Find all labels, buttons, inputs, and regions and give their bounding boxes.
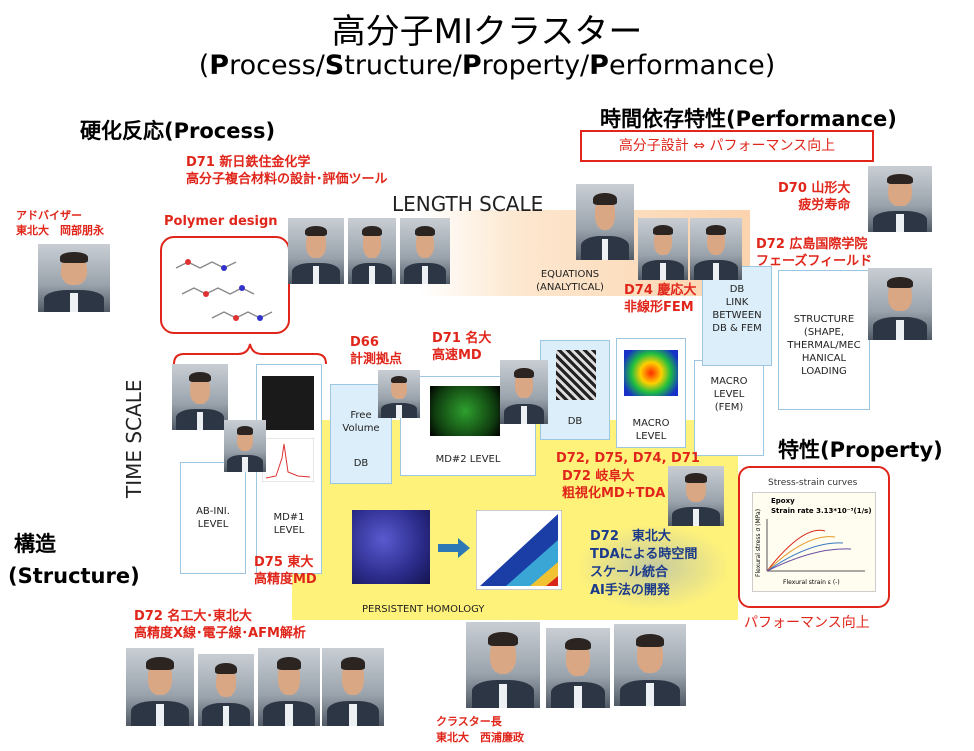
polymer-design-box: [160, 236, 290, 334]
persistence-diagram: [476, 510, 562, 590]
section-property: 特性(Property): [778, 438, 943, 462]
length-scale-label: LENGTH SCALE: [392, 192, 544, 216]
photo-d72-gifu: [668, 466, 724, 526]
d72-tohoku-glow: [580, 526, 726, 608]
property-caption: パフォーマンス向上: [744, 615, 870, 631]
subtitle-s: S: [324, 50, 345, 81]
stress-chart-legend-2: Strain rate 3.13*10⁻³(1/s): [771, 507, 872, 515]
stress-chart-legend-1: Epoxy: [771, 497, 795, 505]
label-d-multi: D72, D75, D74, D71: [556, 451, 700, 466]
photo-d74-c: [690, 218, 742, 280]
persistent-homology-label: PERSISTENT HOMOLOGY: [362, 604, 485, 615]
stress-chart-xlabel: Flexural strain ε (-): [783, 579, 840, 586]
time-scale-label: TIME SCALE: [122, 379, 146, 499]
md1-simulation-image: [262, 376, 314, 430]
photo-xray-d: [322, 648, 384, 726]
photo-d71-a: [288, 218, 344, 284]
photo-d66: [378, 370, 420, 418]
performance-box: 高分子設計 ⇔ パフォーマンス向上: [580, 130, 874, 162]
photo-d74-b: [638, 218, 688, 280]
equations-label: EQUATIONS (ANALYTICAL): [536, 269, 604, 293]
photo-d74-a: [576, 184, 634, 260]
label-d72-gifu: D72 岐阜大 粗視化MD+TDA: [562, 469, 666, 501]
subtitle-r1: rocess/: [229, 50, 325, 81]
label-d75: D75 東大 高精度MD: [254, 555, 317, 587]
section-structure: 構造: [14, 532, 56, 556]
persistent-homology-cube: [352, 510, 430, 584]
photo-xray-a: [126, 648, 194, 726]
page-title: 高分子MIクラスター: [331, 12, 643, 52]
arrow-right-icon: [438, 538, 470, 558]
subtitle-r2: tructure/: [344, 50, 462, 81]
photo-xray-b: [198, 654, 254, 726]
label-d70: D70 山形大 疲労寿命: [778, 181, 851, 213]
photo-d72-hiroshima: [868, 268, 932, 340]
photo-d71-c: [400, 218, 450, 284]
photo-member-c: [614, 624, 686, 706]
subtitle-p1: P: [209, 50, 230, 81]
polymer-design-label: Polymer design: [164, 214, 278, 229]
section-process: 硬化反応(Process): [80, 119, 276, 143]
subtitle-p2: P: [461, 50, 482, 81]
db2-texture-image: [556, 350, 596, 400]
db-link-box: DB LINK BETWEEN DB & FEM: [702, 266, 772, 366]
photo-xray-c: [258, 648, 320, 726]
photo-d70: [868, 166, 932, 232]
label-leader: クラスター長 東北大 西浦廉政: [436, 715, 524, 744]
photo-md1: [224, 420, 266, 472]
md2-simulation-image: [430, 386, 500, 436]
curly-brace: [173, 343, 327, 365]
stress-chart-title: Stress-strain curves: [768, 478, 858, 488]
section-performance: 時間依存特性(Performance): [600, 107, 897, 131]
photo-advisor: [38, 244, 110, 312]
label-d74: D74 慶応大 非線形FEM: [624, 283, 697, 315]
structure-box: STRUCTURE (SHAPE, THERMAL/MEC HANICAL LO…: [778, 270, 870, 410]
subtitle-r3: roperty/: [481, 50, 590, 81]
subtitle-open: (: [198, 50, 210, 81]
md1-spectrum-plot: [262, 438, 314, 482]
stress-chart-panel: Epoxy Strain rate 3.13*10⁻³(1/s) Flexura…: [752, 492, 876, 592]
page-subtitle: (Process/Structure/Property/Performance): [0, 50, 974, 81]
photo-leader: [466, 622, 540, 708]
label-advisor: アドバイザー 東北大 岡部朋永: [16, 209, 104, 237]
label-d71-nagoya: D71 名大 高速MD: [432, 331, 492, 363]
db1-label: DB: [353, 458, 369, 469]
subtitle-r4: erformance): [608, 50, 776, 81]
photo-d71-b: [348, 218, 396, 284]
free-volume-box: Free Volume: [330, 384, 392, 484]
macro-fem-box: MACRO LEVEL (FEM): [694, 360, 764, 456]
label-d71-nippon: D71 新日鉄住金化学 高分子複合材料の設計･評価ツール: [186, 155, 388, 187]
molecule-graphic: [175, 259, 273, 321]
stress-curves: [766, 519, 865, 572]
label-d72-hiroshima: D72 広島国際学院 フェーズフィールド: [756, 237, 873, 269]
photo-ab-ini: [172, 364, 228, 430]
label-d66: D66 計測拠点: [350, 335, 403, 367]
photo-member-b: [546, 628, 610, 708]
label-d72-nagoya-tohoku: D72 名工大･東北大 高精度X線･電子線･AFM解析: [134, 609, 306, 641]
stress-chart-ylabel: Flexural stress σ (MPa): [755, 508, 762, 577]
macro-level-heatmap: [624, 350, 678, 396]
label-d72-tohoku: D72 東北大 TDAによる時空間 スケール統合 AI手法の開発: [590, 529, 698, 598]
property-chart-box: Stress-strain curves Epoxy Strain rate 3…: [738, 466, 890, 608]
photo-d71-nagoya: [500, 360, 548, 424]
section-structure-en: (Structure): [8, 564, 140, 588]
subtitle-p3: P: [589, 50, 609, 81]
ab-ini-level-box: AB-INI. LEVEL: [180, 462, 246, 574]
